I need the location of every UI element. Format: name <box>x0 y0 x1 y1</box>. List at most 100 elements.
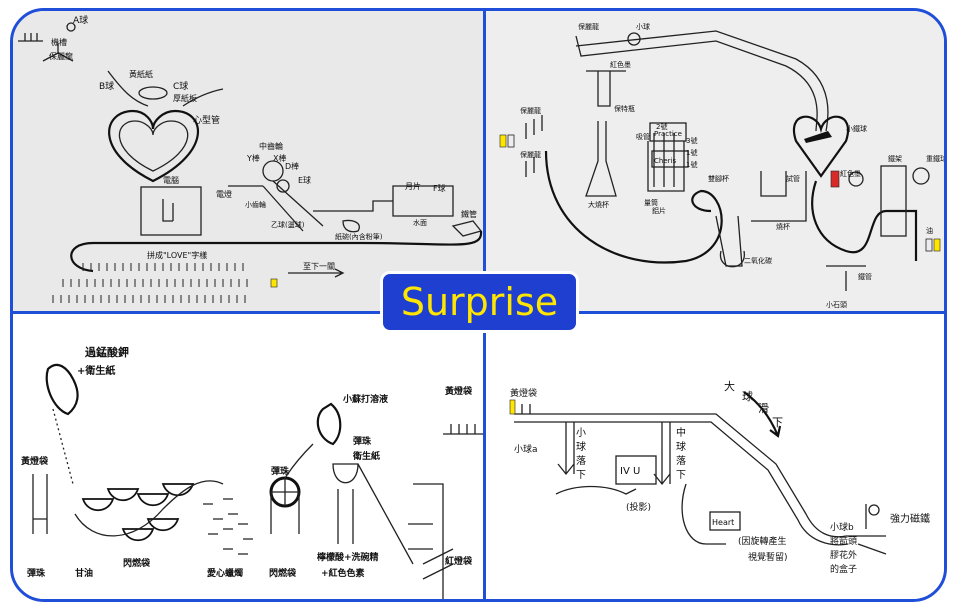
love-machine-sketch: A球 機槽 保麗龍 黃紙紙 B球 C球 厚紙板 心型管 電腦 中齒輪 Y棒 X棒… <box>13 11 483 311</box>
svg-text:X棒: X棒 <box>273 153 286 163</box>
svg-text:小球a: 小球a <box>514 443 538 455</box>
svg-text:紅色墨: 紅色墨 <box>840 169 861 178</box>
svg-text:油: 油 <box>926 226 933 235</box>
svg-text:Heart: Heart <box>712 518 734 527</box>
love-dominoes <box>52 263 248 303</box>
panel-chemistry-machine: 保麗龍 小球 保麗龍 紅色墨 保特瓶 吸管 2號 3號 1號 1號 大燒杯 量筒… <box>486 11 944 311</box>
panel-ball-track: 黃燈袋 小球a 小 球 落 下 中 球 落 下 大 球 滑 下 (投影) (因旋… <box>486 314 944 599</box>
svg-text:黃燈袋: 黃燈袋 <box>510 387 537 399</box>
flame-machine-sketch: 過錳酸鉀 +衛生紙 黃燈袋 彈珠 甘油 閃燃袋 愛心蠟燭 閃燃袋 彈珠 小蘇打溶… <box>13 314 483 599</box>
chemistry-machine-sketch: 保麗龍 小球 保麗龍 紅色墨 保特瓶 吸管 2號 3號 1號 1號 大燒杯 量筒… <box>486 11 944 311</box>
svg-text:重鐵球: 重鐵球 <box>926 154 944 163</box>
svg-text:+衛生紙: +衛生紙 <box>77 364 115 377</box>
svg-text:1號: 1號 <box>686 148 697 157</box>
svg-text:球: 球 <box>742 389 753 403</box>
svg-text:量筒: 量筒 <box>644 198 658 207</box>
svg-text:Cheris: Cheris <box>654 157 676 165</box>
svg-text:下: 下 <box>576 470 586 481</box>
svg-text:至下一關: 至下一關 <box>303 262 335 271</box>
svg-text:彈珠: 彈珠 <box>27 567 46 579</box>
svg-text:水面: 水面 <box>413 218 427 227</box>
panel-flame-machine: 過錳酸鉀 +衛生紙 黃燈袋 彈珠 甘油 閃燃袋 愛心蠟燭 閃燃袋 彈珠 小蘇打溶… <box>13 314 483 599</box>
collage-frame: A球 機槽 保麗龍 黃紙紙 B球 C球 厚紙板 心型管 電腦 中齒輪 Y棒 X棒… <box>10 8 947 602</box>
svg-text:電腦: 電腦 <box>163 175 179 185</box>
svg-text:1號: 1號 <box>686 160 697 169</box>
svg-text:下: 下 <box>676 470 686 481</box>
svg-text:大: 大 <box>724 379 735 393</box>
svg-text:(投影): (投影) <box>626 501 651 513</box>
svg-text:保特瓶: 保特瓶 <box>614 104 635 113</box>
panel-love-machine: A球 機槽 保麗龍 黃紙紙 B球 C球 厚紙板 心型管 電腦 中齒輪 Y棒 X棒… <box>13 11 483 311</box>
svg-text:E球: E球 <box>298 175 311 185</box>
svg-text:D棒: D棒 <box>285 161 299 171</box>
svg-text:保麗龍: 保麗龍 <box>578 22 599 31</box>
svg-text:+紅色色素: +紅色色素 <box>321 567 365 579</box>
svg-text:小球b: 小球b <box>830 521 854 533</box>
svg-text:彈珠: 彈珠 <box>353 435 372 447</box>
svg-text:球: 球 <box>576 440 586 453</box>
svg-text:鐵管: 鐵管 <box>858 272 872 281</box>
svg-text:視覺暫留): 視覺暫留) <box>748 551 788 563</box>
label-a-ball: A球 <box>73 14 88 26</box>
svg-text:過錳酸鉀: 過錳酸鉀 <box>84 345 129 359</box>
svg-text:將箭頭: 將箭頭 <box>830 535 857 547</box>
svg-text:閃燃袋: 閃燃袋 <box>269 567 297 579</box>
svg-text:電燈: 電燈 <box>216 189 232 199</box>
svg-text:球: 球 <box>676 440 686 453</box>
svg-text:乙球(盪球): 乙球(盪球) <box>271 220 305 229</box>
svg-text:機槽: 機槽 <box>51 37 67 47</box>
svg-text:二氧化碳: 二氧化碳 <box>744 256 772 265</box>
svg-text:3號: 3號 <box>686 136 697 145</box>
svg-text:月片: 月片 <box>405 181 421 191</box>
surprise-badge: Surprise <box>380 271 579 333</box>
svg-text:下: 下 <box>772 416 783 429</box>
svg-text:(因旋轉產生: (因旋轉產生 <box>738 535 787 547</box>
svg-text:小石頭: 小石頭 <box>826 300 847 309</box>
svg-text:燒杯: 燒杯 <box>776 222 790 231</box>
svg-text:愛心蠟燭: 愛心蠟燭 <box>207 567 243 579</box>
svg-text:小齒輪: 小齒輪 <box>245 200 266 209</box>
svg-text:紙碗(內含粉筆): 紙碗(內含粉筆) <box>335 232 383 241</box>
svg-text:保麗龍: 保麗龍 <box>520 150 541 159</box>
svg-text:B球: B球 <box>99 80 114 92</box>
ball-track-sketch: 黃燈袋 小球a 小 球 落 下 中 球 落 下 大 球 滑 下 (投影) (因旋… <box>486 314 944 599</box>
svg-text:Y棒: Y棒 <box>246 153 260 163</box>
svg-text:鐵管: 鐵管 <box>461 209 477 219</box>
svg-text:落: 落 <box>676 455 686 467</box>
svg-text:IV U: IV U <box>620 466 640 477</box>
svg-text:拼成"LOVE"字樣: 拼成"LOVE"字樣 <box>147 250 207 260</box>
svg-text:小蘇打溶液: 小蘇打溶液 <box>342 393 389 405</box>
svg-text:中: 中 <box>676 426 686 439</box>
svg-text:閃燃袋: 閃燃袋 <box>123 557 151 569</box>
svg-text:雙腳杯: 雙腳杯 <box>708 174 729 183</box>
svg-text:紅燈袋: 紅燈袋 <box>445 555 473 567</box>
svg-text:中齒輪: 中齒輪 <box>259 141 283 151</box>
svg-text:黃紙紙: 黃紙紙 <box>129 69 153 79</box>
svg-text:小: 小 <box>576 427 586 439</box>
svg-text:試管: 試管 <box>786 174 800 183</box>
svg-text:檸檬酸+洗碗精: 檸檬酸+洗碗精 <box>317 551 379 563</box>
svg-text:黃燈袋: 黃燈袋 <box>20 455 49 467</box>
svg-text:衛生紙: 衛生紙 <box>352 450 380 462</box>
svg-text:鐵架: 鐵架 <box>888 154 902 163</box>
svg-text:黃燈袋: 黃燈袋 <box>444 385 473 397</box>
svg-text:甘油: 甘油 <box>75 567 93 579</box>
svg-text:大燒杯: 大燒杯 <box>588 200 609 209</box>
svg-text:落: 落 <box>576 455 586 467</box>
svg-text:保麗龍: 保麗龍 <box>49 51 73 61</box>
svg-text:F球: F球 <box>433 183 446 193</box>
svg-text:厚紙板: 厚紙板 <box>173 93 197 103</box>
svg-text:保麗龍: 保麗龍 <box>520 106 541 115</box>
svg-text:小球: 小球 <box>636 22 650 31</box>
svg-text:吸管: 吸管 <box>636 132 650 141</box>
svg-text:2號: 2號 <box>656 122 667 131</box>
svg-text:膠花外: 膠花外 <box>830 549 857 561</box>
svg-text:的盒子: 的盒子 <box>830 563 857 575</box>
svg-text:彈珠: 彈珠 <box>271 465 290 477</box>
svg-text:小鐵球: 小鐵球 <box>846 124 867 133</box>
svg-text:Practice: Practice <box>654 130 682 138</box>
svg-text:C球: C球 <box>173 80 188 92</box>
svg-text:滑: 滑 <box>758 402 769 415</box>
svg-text:強力磁鐵: 強力磁鐵 <box>890 512 930 525</box>
svg-text:鋁片: 鋁片 <box>652 206 666 215</box>
